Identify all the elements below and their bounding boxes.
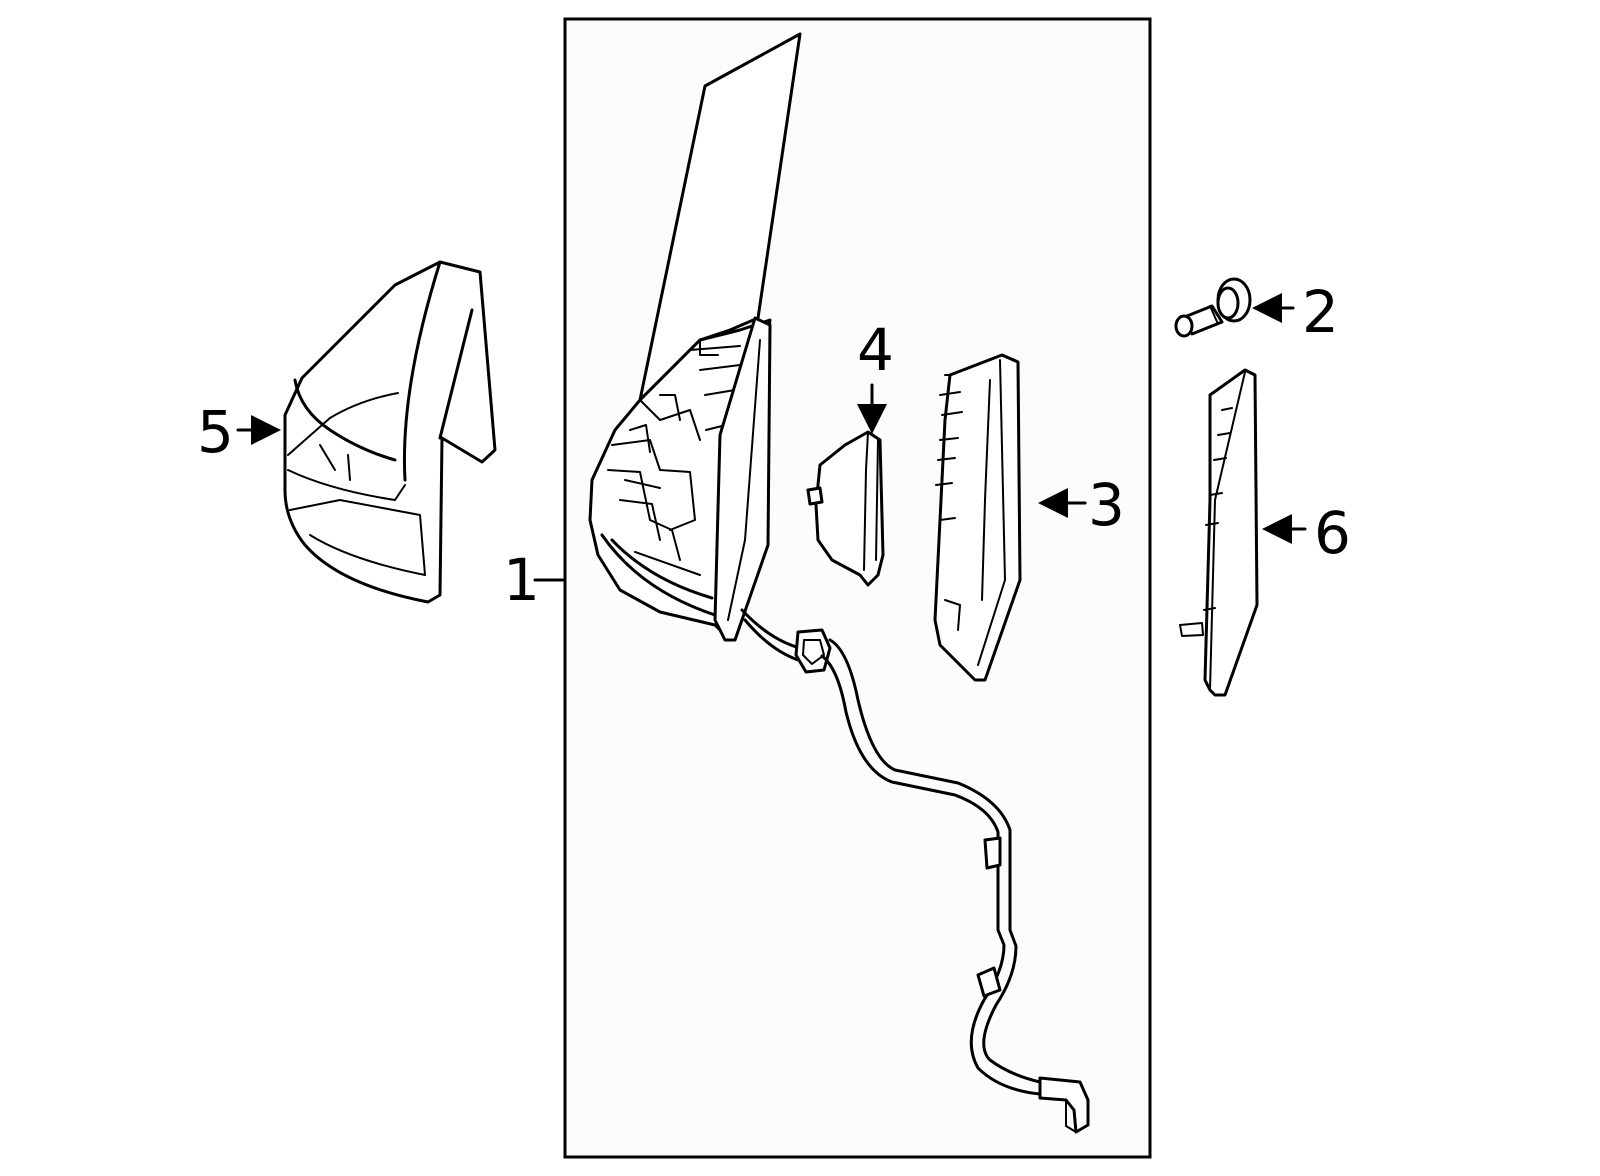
glass-backing-plate-part: [1179, 368, 1259, 697]
screw-part: [1174, 277, 1252, 338]
callout-2: 2: [1302, 278, 1339, 346]
callout-4: 4: [857, 316, 894, 384]
callout-6: 6: [1314, 499, 1351, 567]
callout-leaders: [236, 293, 1307, 582]
callout-5: 5: [197, 398, 234, 466]
callout-1: 1: [503, 546, 540, 614]
mirror-glass-part: [933, 353, 1022, 682]
mirror-cover-part: [283, 260, 497, 604]
mirror-assembly-part: [588, 32, 1090, 1134]
signal-lamp-part: [806, 430, 885, 587]
callout-3: 3: [1088, 471, 1125, 539]
